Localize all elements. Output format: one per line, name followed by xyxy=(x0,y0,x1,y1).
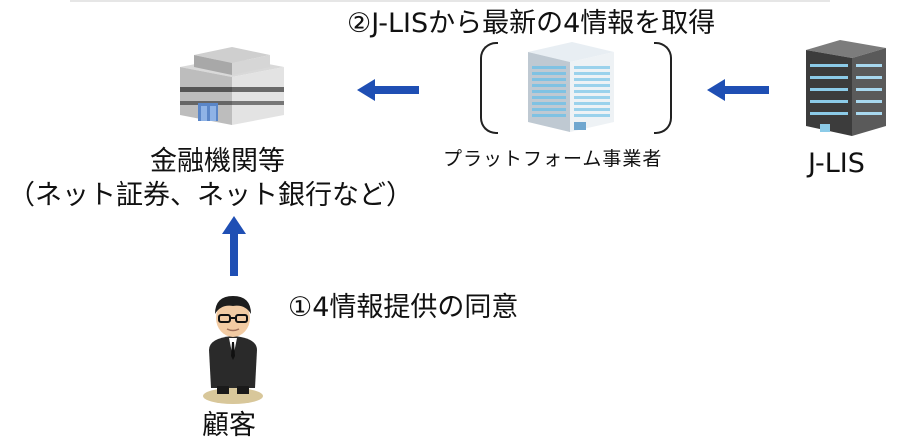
data-center-icon xyxy=(806,40,886,136)
customer-label: 顧客 xyxy=(202,410,256,441)
top-divider xyxy=(70,0,830,2)
arrow-up-icon xyxy=(222,216,246,276)
financial-institution-examples: （ネット証券、ネット銀行など） xyxy=(8,180,413,211)
financial-institution-label: 金融機関等 xyxy=(150,146,285,177)
office-tower-icon xyxy=(528,42,614,132)
platform-bracket-left xyxy=(480,42,498,134)
jlis-label: J-LIS xyxy=(808,148,865,179)
platform-operator-label: プラットフォーム事業者 xyxy=(443,148,663,170)
step1-caption: ①4情報提供の同意 xyxy=(288,292,519,323)
office-building-icon xyxy=(180,47,284,125)
businessman-icon xyxy=(203,296,263,404)
arrow-left-icon xyxy=(707,79,769,101)
step2-caption: ②J-LISから最新の4情報を取得 xyxy=(347,8,716,39)
platform-bracket-right xyxy=(654,42,672,134)
arrow-left-icon xyxy=(357,79,419,101)
